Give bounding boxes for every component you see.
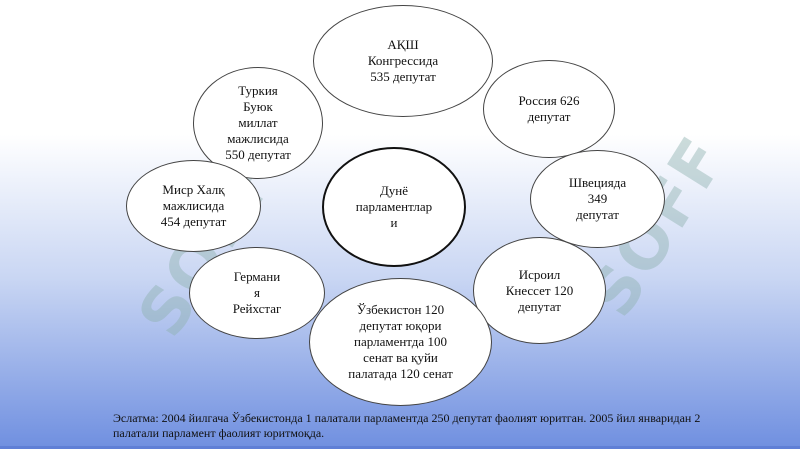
node-sweden: Швецияда 349 депутат: [530, 150, 665, 248]
node-uzbekistan-label: Ўзбекистон 120 депутат юқори парламентда…: [348, 302, 453, 381]
node-russia: Россия 626 депутат: [483, 60, 615, 158]
node-usa-congress: АҚШ Конгрессида 535 депутат: [313, 5, 493, 117]
node-uzbekistan: Ўзбекистон 120 депутат юқори парламентда…: [309, 278, 492, 406]
node-russia-label: Россия 626 депутат: [518, 93, 580, 124]
node-germany-label: Германи я Рейхстаг: [232, 269, 282, 316]
node-usa-congress-label: АҚШ Конгрессида 535 депутат: [367, 37, 439, 84]
center-node-world-parliaments: Дунё парламентлар и: [322, 147, 466, 267]
center-node-label: Дунё парламентлар и: [355, 183, 433, 230]
footnote-text: Эслатма: 2004 йилгача Ўзбекистонда 1 пал…: [113, 411, 701, 440]
bottom-divider: [0, 446, 800, 449]
node-turkey-label: Туркия Буюк миллат мажлисида 550 депутат: [225, 83, 291, 162]
node-sweden-label: Швецияда 349 депутат: [568, 175, 627, 222]
node-israel-label: Исроил Кнессет 120 депутат: [505, 266, 574, 314]
node-israel: Исроил Кнессет 120 депутат: [473, 237, 606, 344]
node-turkey: Туркия Буюк миллат мажлисида 550 депутат: [193, 67, 323, 179]
node-egypt-label: Миср Халқ мажлисида 454 депутат: [160, 182, 227, 229]
node-egypt: Миср Халқ мажлисида 454 депутат: [126, 160, 261, 252]
node-germany: Германи я Рейхстаг: [189, 247, 325, 339]
